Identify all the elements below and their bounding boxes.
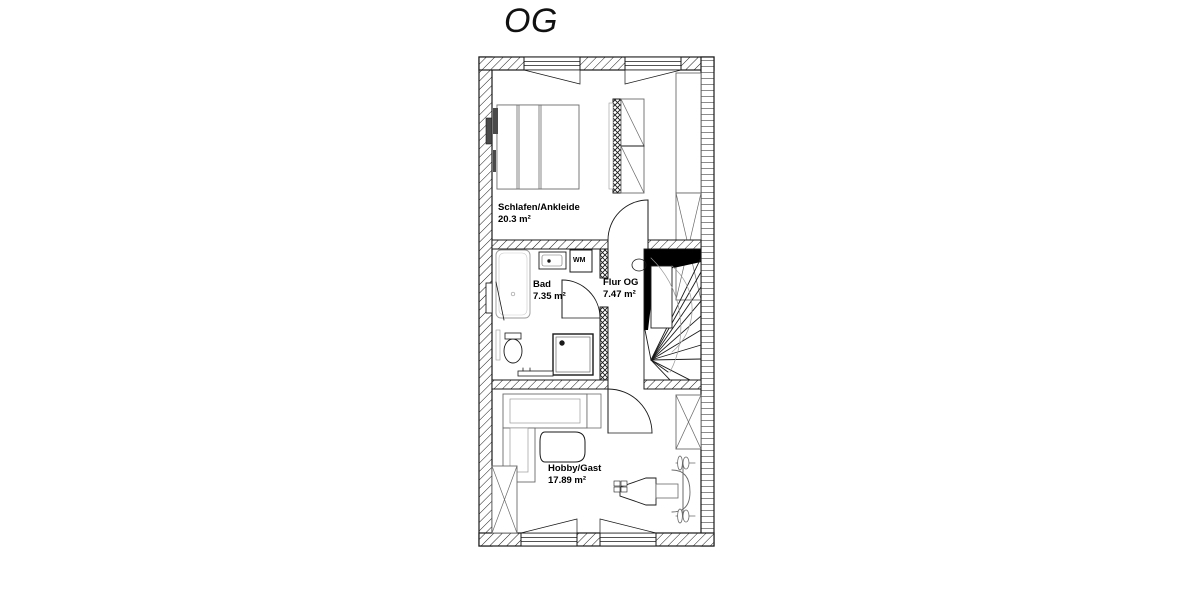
closet-hobby-left: [491, 465, 518, 534]
page-title: OG: [504, 2, 558, 40]
washing-machine: [569, 249, 593, 273]
partition-wall-bath-flur: [599, 248, 609, 381]
door-bathroom: [561, 279, 601, 319]
weight-bench: [619, 455, 696, 524]
room-label-schlafen: Schlafen/Ankleide 20.3 m²: [498, 202, 580, 225]
toilet: [495, 329, 523, 364]
room-label-hobby: Hobby/Gast 17.89 m²: [548, 463, 601, 486]
room-label-flur: Flur OG 7.47 m²: [603, 277, 638, 300]
window-top-left: [523, 56, 581, 85]
window-top-right: [624, 56, 682, 85]
room-area-bad: 7.35 m²: [533, 290, 566, 302]
wall-recess-left-bedroom: [485, 117, 493, 145]
appliance-label-wm: WM: [573, 257, 586, 264]
room-area-hobby: 17.89 m²: [548, 474, 587, 486]
dumbbell-rack: [613, 480, 628, 493]
wardrobe-center: [608, 98, 645, 194]
coffee-table: [539, 431, 586, 463]
wall-recess-left-bath: [485, 282, 493, 314]
room-name-bad: Bad: [533, 279, 551, 290]
door-bedroom: [607, 199, 649, 241]
staircase: [643, 248, 702, 381]
bathtub: [495, 249, 531, 319]
sectional-sofa: [502, 393, 602, 483]
partition-wall-lower: [491, 379, 702, 390]
bed-double: [493, 104, 580, 190]
door-flur-upper: [631, 258, 647, 272]
door-hobby: [607, 388, 653, 434]
room-label-bad: Bad 7.35 m²: [533, 279, 566, 302]
partition-wall-upper: [491, 239, 702, 250]
window-bottom-right: [599, 518, 657, 547]
shower: [552, 333, 594, 376]
bath-counter: [517, 367, 554, 377]
door-bath-left: [485, 281, 505, 321]
room-name-schlafen: Schlafen/Ankleide: [498, 202, 580, 213]
plan-geometry: [478, 56, 715, 547]
room-area-schlafen: 20.3 m²: [498, 213, 531, 225]
room-area-flur: 7.47 m²: [603, 288, 636, 300]
closet-hobby-right: [675, 394, 702, 450]
room-name-flur: Flur OG: [603, 277, 639, 288]
sink: [538, 251, 567, 270]
room-name-hobby: Hobby/Gast: [548, 463, 602, 474]
window-bottom-left: [520, 518, 578, 547]
